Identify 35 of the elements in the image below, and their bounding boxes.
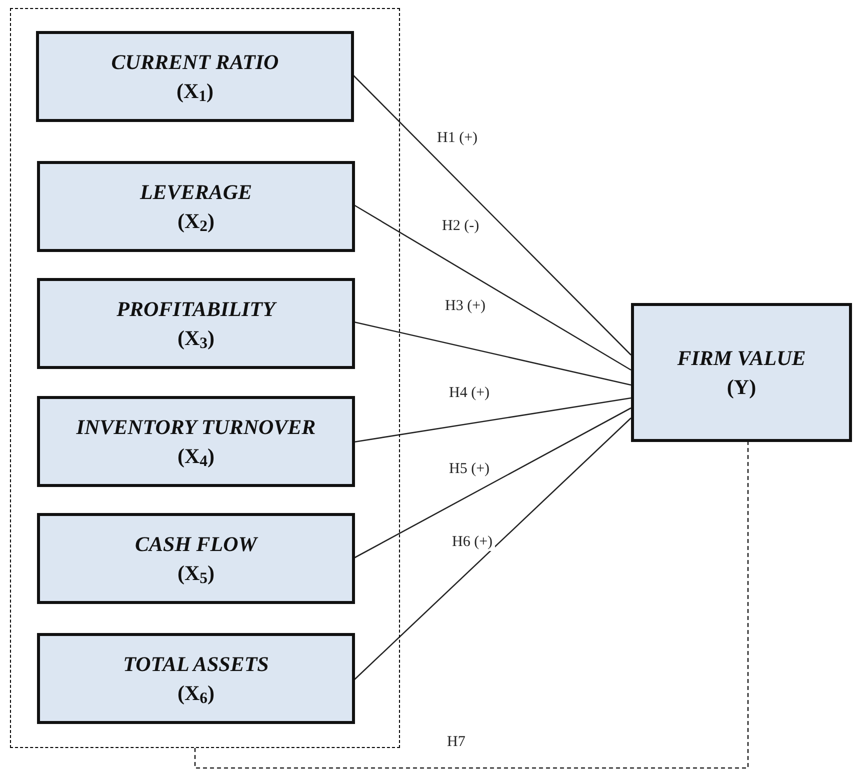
variable-symbol: (X$_{2}$): [177, 208, 215, 236]
variable-name: TOTAL ASSETS: [123, 650, 269, 678]
connector-line: [352, 74, 632, 356]
variable-name: PROFITABILITY: [116, 296, 276, 322]
edge-label: H2 (-): [440, 217, 482, 235]
variable-box: [36, 31, 354, 122]
variable-box: [37, 513, 355, 604]
dashed-connector: [194, 442, 749, 769]
variable-name: FIRM VALUE: [677, 344, 806, 372]
variable-symbol: (X$_{6}$): [177, 680, 215, 708]
variable-box: [37, 633, 355, 724]
variable-name: CASH FLOW: [135, 530, 257, 558]
variable-box: [37, 396, 355, 487]
edge-label: H3 (+): [443, 297, 488, 315]
connector-line: [354, 321, 632, 386]
variable-name: INVENTORY TURNOVER: [76, 414, 316, 440]
group-frame: [10, 8, 400, 748]
edge-label: H1 (+): [435, 129, 480, 147]
variable-symbol: (X$_{5}$): [177, 560, 215, 588]
variable-symbol: (Y): [726, 374, 756, 400]
variable-box: [631, 303, 852, 442]
variable-box: [37, 161, 355, 252]
variable-symbol: (X$_{4}$): [177, 442, 215, 470]
connector-line: [354, 407, 632, 559]
variable-symbol: (X$_{3}$): [177, 324, 215, 352]
variable-name: CURRENT RATIO: [111, 48, 279, 76]
variable-box: [37, 278, 355, 369]
edge-label: H5 (+): [447, 460, 492, 478]
edge-label: H4 (+): [447, 384, 492, 402]
variable-name: LEVERAGE: [140, 178, 252, 206]
connector-line: [354, 397, 632, 443]
connector-line: [354, 418, 632, 680]
variable-symbol: (X$_{1}$): [176, 78, 214, 106]
edge-label: H6 (+): [450, 533, 495, 551]
connector-line: [354, 204, 632, 371]
